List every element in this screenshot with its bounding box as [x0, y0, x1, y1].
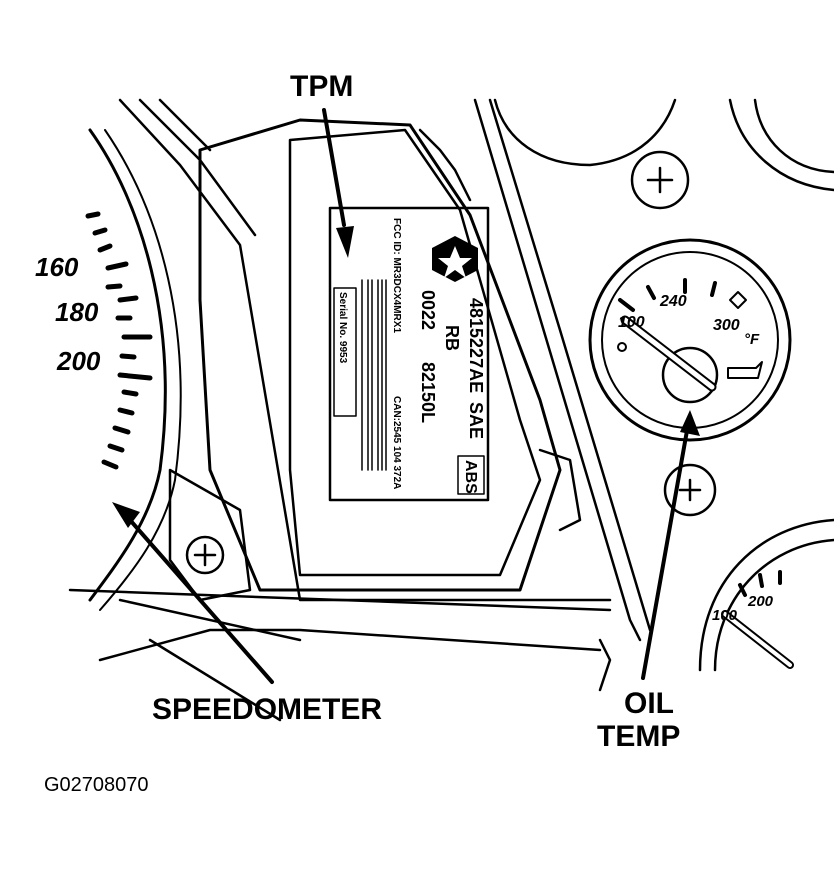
label-barcode: [361, 279, 387, 471]
pentastar-logo: [432, 236, 478, 282]
label-code-82150l: 82150L: [418, 362, 438, 423]
label-serial: Serial No. 9953: [337, 292, 348, 364]
speedometer-tick-160: 160: [35, 252, 79, 282]
dash-panel: [68, 98, 652, 722]
oil-temp-gauge: [588, 238, 792, 517]
oil-temp-callout-line1: OIL: [624, 687, 674, 720]
oil-tick-300: 300: [713, 317, 740, 334]
label-can: CAN:2545 104 372A: [391, 396, 402, 489]
label-part-number: 4815227AE: [466, 298, 486, 393]
oil-temp-ticks: [618, 278, 717, 312]
speedometer-arrowhead: [112, 502, 140, 528]
label-code-rb: RB: [442, 325, 462, 351]
top-gauges: [493, 98, 834, 210]
speedometer-tick-180: 180: [55, 297, 99, 327]
oil-unit: °F: [744, 331, 760, 348]
label-fcc-id: FCC ID: MR3DCX4MRX1: [391, 218, 402, 333]
lower-gauge: [698, 518, 834, 672]
label-abs: ABS: [462, 460, 479, 494]
lower-tick-200: 200: [747, 593, 774, 610]
tpm-module: [168, 118, 582, 602]
tpm-callout: TPM: [290, 70, 354, 103]
speedometer-ticks: [85, 211, 153, 470]
label-sae: SAE: [466, 402, 486, 439]
oil-tick-100: 100: [618, 314, 645, 331]
speedometer-callout: SPEEDOMETER: [152, 693, 383, 726]
speedometer-leader-line: [128, 518, 274, 684]
tpm-leader-line: [322, 108, 346, 227]
speedometer: [85, 128, 182, 611]
oil-temp-leader-line: [641, 423, 690, 680]
tpm-arrowhead: [336, 226, 354, 258]
lower-tick-100: 100: [712, 607, 738, 624]
label-code-0022: 0022: [418, 290, 438, 330]
oil-tick-240: 240: [659, 293, 687, 310]
tpm-label: [328, 206, 490, 502]
oil-temp-arrowhead: [680, 410, 700, 436]
figure-id: G02708070: [44, 774, 149, 796]
leader-arrows: [128, 108, 690, 684]
speedometer-tick-200: 200: [56, 346, 101, 376]
oil-can-icon: [727, 361, 763, 379]
oil-temp-callout-line2: TEMP: [597, 720, 681, 753]
